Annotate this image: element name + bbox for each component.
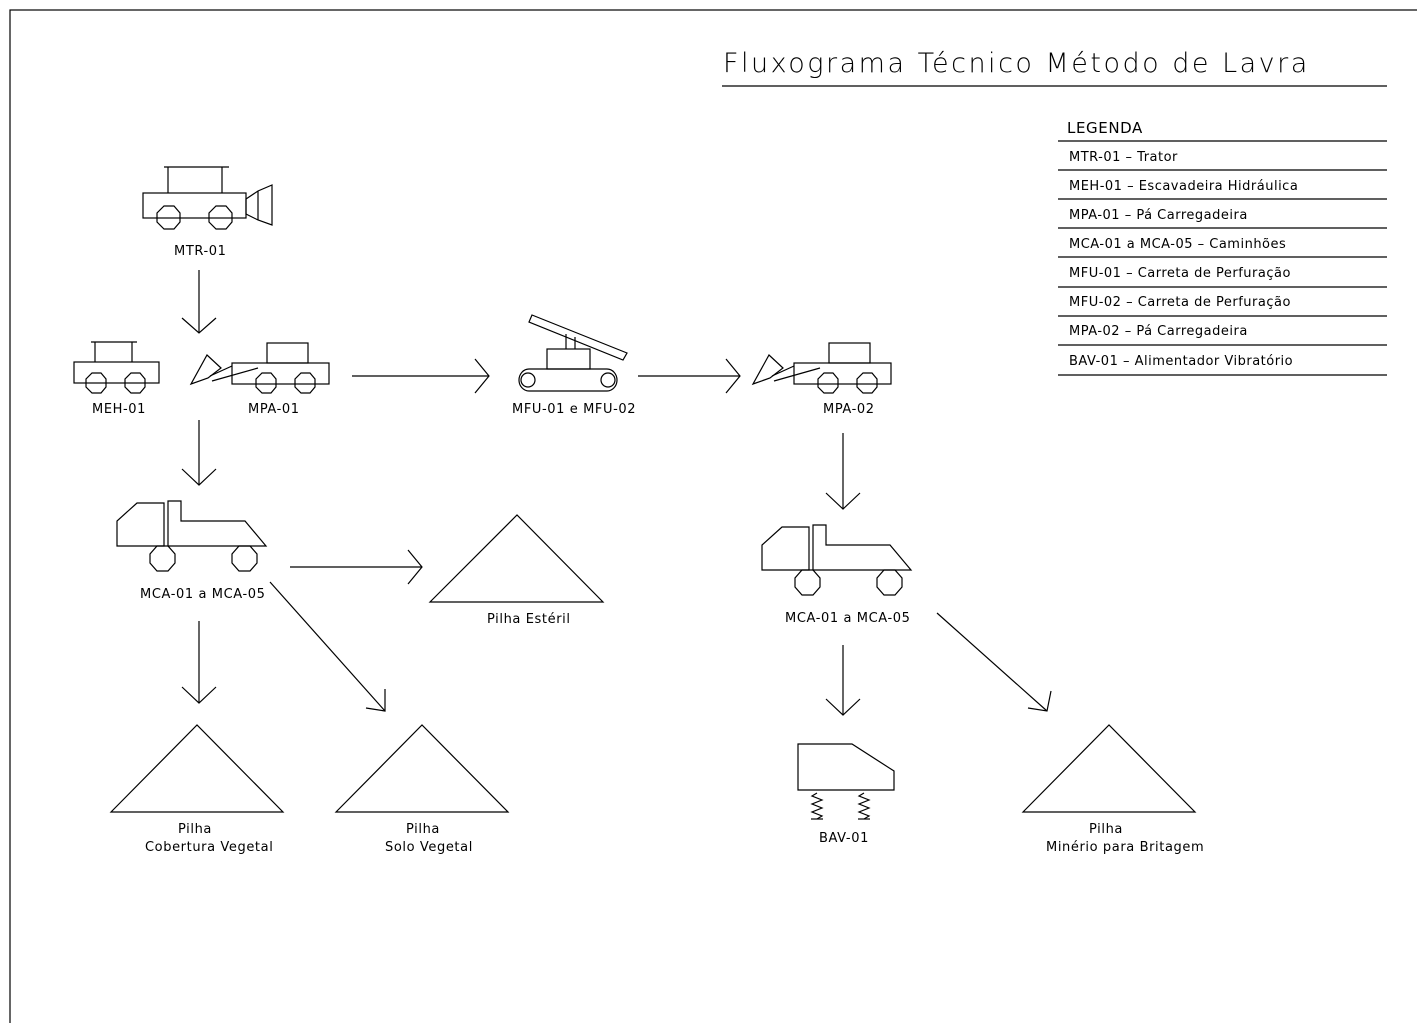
excavator-icon bbox=[73, 341, 160, 394]
mfu-label: MFU-01 e MFU-02 bbox=[512, 402, 636, 417]
legend-item: MPA-02 – Pá Carregadeira bbox=[1069, 324, 1248, 339]
arrow bbox=[825, 433, 861, 510]
arrow bbox=[269, 581, 386, 712]
pilha3-label-line1: Pilha bbox=[1089, 822, 1123, 837]
sheet-border bbox=[9, 9, 1417, 1023]
mpa1-label: MPA-01 bbox=[248, 402, 300, 417]
loader-icon bbox=[751, 342, 892, 394]
mpa2-label: MPA-02 bbox=[823, 402, 875, 417]
arrow bbox=[181, 420, 217, 486]
pile-triangle bbox=[334, 724, 510, 813]
mca-right-label: MCA-01 a MCA-05 bbox=[785, 611, 911, 626]
pilha3-label-line2: Minério para Britagem bbox=[1046, 840, 1204, 855]
arrow bbox=[290, 549, 423, 585]
loader-icon bbox=[189, 342, 330, 394]
pile-triangle bbox=[1021, 724, 1197, 813]
truck-icon bbox=[116, 500, 268, 572]
truck-icon bbox=[761, 524, 913, 596]
pile-triangle bbox=[109, 724, 285, 813]
meh-label: MEH-01 bbox=[92, 402, 146, 417]
tractor-icon bbox=[142, 166, 273, 230]
legend-header: LEGENDA bbox=[1067, 119, 1143, 137]
bav-label: BAV-01 bbox=[819, 831, 869, 846]
pile-triangle bbox=[428, 514, 605, 603]
legend-item: MEH-01 – Escavadeira Hidráulica bbox=[1069, 179, 1298, 194]
arrow bbox=[638, 358, 741, 394]
legend-item: MFU-02 – Carreta de Perfuração bbox=[1069, 295, 1291, 310]
pilha2-label-line1: Pilha bbox=[406, 822, 440, 837]
legend: LEGENDA MTR-01 – Trator MEH-01 – Escavad… bbox=[1058, 119, 1387, 376]
legend-item: BAV-01 – Alimentador Vibratório bbox=[1069, 354, 1293, 369]
legend-item: MCA-01 a MCA-05 – Caminhões bbox=[1069, 237, 1286, 252]
page-title: Fluxograma Técnico Método de Lavra bbox=[723, 48, 1310, 79]
pilha1-label-line2: Cobertura Vegetal bbox=[145, 840, 273, 855]
arrow bbox=[181, 621, 217, 704]
arrow bbox=[936, 612, 1052, 712]
mtr-label: MTR-01 bbox=[174, 244, 227, 259]
pilha2-label-line2: Solo Vegetal bbox=[385, 840, 473, 855]
mca-left-label: MCA-01 a MCA-05 bbox=[140, 587, 266, 602]
drill-rig-icon bbox=[518, 314, 628, 392]
arrow bbox=[825, 645, 861, 716]
arrow bbox=[181, 270, 217, 334]
vibratory-feeder-icon bbox=[797, 743, 895, 820]
pilha1-label-line1: Pilha bbox=[178, 822, 212, 837]
legend-item: MFU-01 – Carreta de Perfuração bbox=[1069, 266, 1291, 281]
legend-item: MPA-01 – Pá Carregadeira bbox=[1069, 208, 1248, 223]
legend-item: MTR-01 – Trator bbox=[1069, 150, 1178, 165]
arrow bbox=[352, 358, 490, 394]
pilha-esteril-label: Pilha Estéril bbox=[487, 612, 571, 627]
